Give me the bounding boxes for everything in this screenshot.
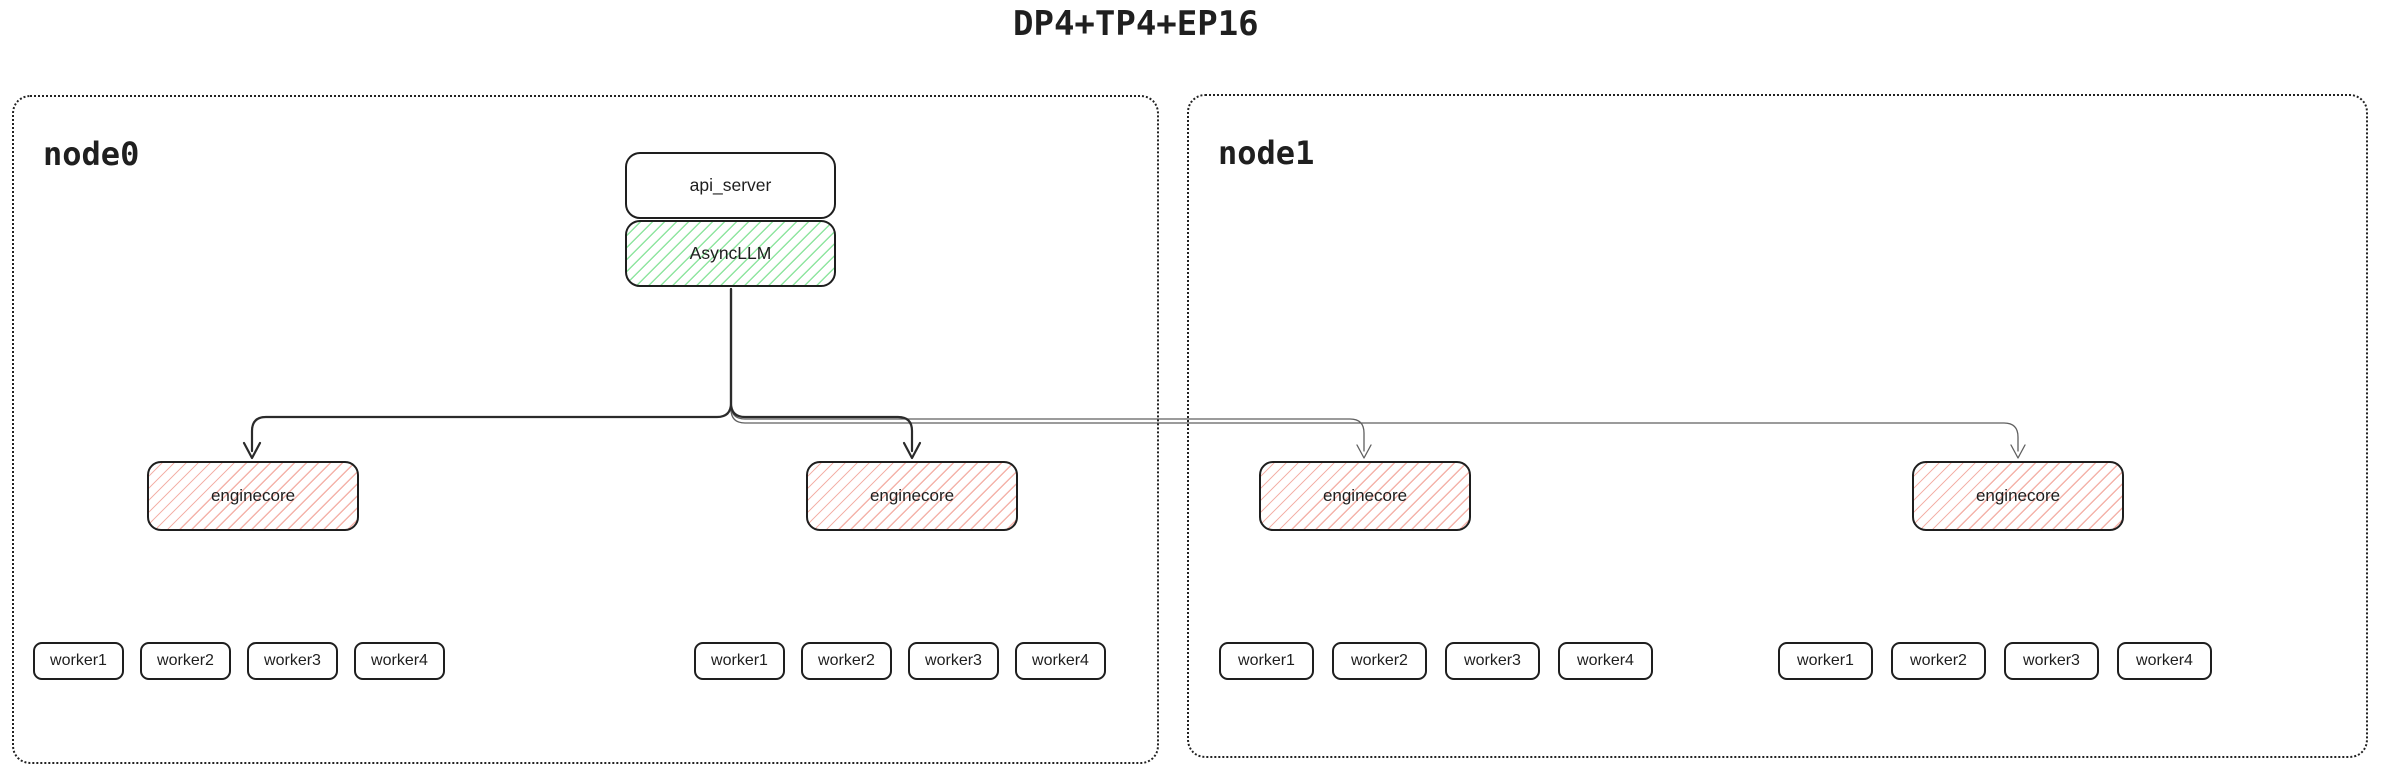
enginecore-box-1: enginecore [147, 461, 359, 531]
enginecore-label: enginecore [869, 486, 955, 505]
enginecore-box-3: enginecore [1259, 461, 1471, 531]
enginecore-box-4: enginecore [1912, 461, 2124, 531]
worker-box: worker4 [1015, 642, 1106, 680]
enginecore-label: enginecore [210, 486, 296, 505]
worker-box: worker3 [1445, 642, 1540, 680]
asyncllm-box: AsyncLLM [625, 220, 836, 287]
enginecore-label: enginecore [1322, 486, 1408, 505]
node1-label: node1 [1218, 134, 1315, 172]
worker-box: worker1 [33, 642, 124, 680]
worker-group-2: worker1 worker2 worker3 worker4 [694, 642, 1106, 680]
worker-box: worker3 [247, 642, 338, 680]
worker-box: worker1 [1778, 642, 1873, 680]
worker-box: worker2 [140, 642, 231, 680]
worker-box: worker3 [908, 642, 999, 680]
api-server-box: api_server [625, 152, 836, 219]
worker-box: worker2 [801, 642, 892, 680]
asyncllm-label: AsyncLLM [689, 243, 772, 263]
worker-box: worker3 [2004, 642, 2099, 680]
worker-box: worker4 [2117, 642, 2212, 680]
worker-group-4: worker1 worker2 worker3 worker4 [1778, 642, 2212, 680]
node0-label: node0 [43, 135, 140, 173]
diagram-title: DP4+TP4+EP16 [1013, 4, 1259, 44]
worker-box: worker2 [1332, 642, 1427, 680]
worker-group-1: worker1 worker2 worker3 worker4 [33, 642, 445, 680]
worker-box: worker1 [694, 642, 785, 680]
worker-box: worker4 [1558, 642, 1653, 680]
worker-box: worker1 [1219, 642, 1314, 680]
worker-group-3: worker1 worker2 worker3 worker4 [1219, 642, 1653, 680]
api-server-label: api_server [689, 175, 772, 195]
enginecore-box-2: enginecore [806, 461, 1018, 531]
enginecore-label: enginecore [1975, 486, 2061, 505]
worker-box: worker2 [1891, 642, 1986, 680]
worker-box: worker4 [354, 642, 445, 680]
